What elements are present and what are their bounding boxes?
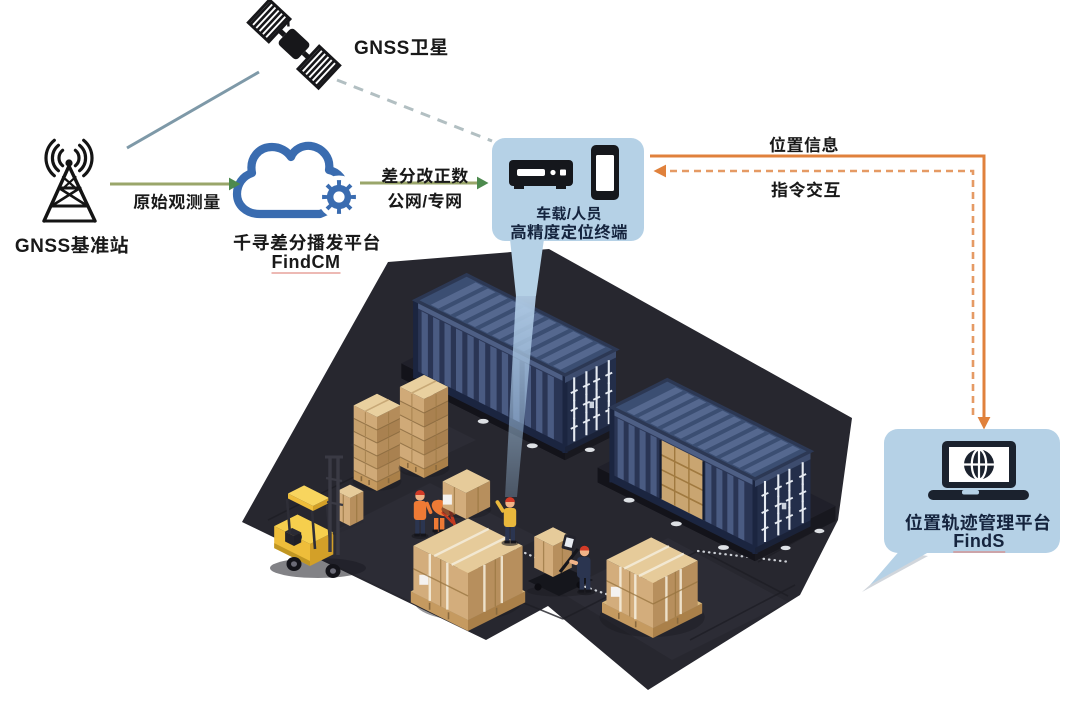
position-info-arrow — [650, 154, 991, 430]
container-2-icon — [597, 377, 836, 562]
box-icon — [441, 469, 492, 519]
terminal-label-line2: 高精度定位终端 — [510, 224, 628, 242]
worker-icon — [561, 534, 595, 596]
platform-bubble — [862, 429, 1060, 592]
worker-icon — [411, 490, 433, 539]
pallet-cargo-icon — [599, 537, 705, 638]
cloud-platform-product-label: FindCM — [271, 252, 341, 274]
satellite-to-terminal-link — [336, 78, 493, 143]
cloud-platform-label: 千寻差分播发平台 — [233, 233, 381, 253]
platform-label: 位置轨迹管理平台 — [904, 513, 1052, 533]
phone-icon — [591, 145, 619, 200]
terminal-label-line1: 车载/人员 — [536, 206, 602, 223]
correction-label-line2: 公网/专网 — [387, 192, 463, 211]
satellite-to-base-link — [126, 70, 260, 150]
pallet-stack-icon — [352, 374, 450, 491]
satellite-label: GNSS卫星 — [354, 38, 449, 59]
raw-observation-label: 原始观测量 — [133, 193, 221, 212]
terminal-bubble — [492, 138, 644, 296]
warehouse-scene — [242, 249, 852, 690]
command-arrow — [653, 164, 975, 415]
forklift-icon — [270, 455, 366, 578]
pallet-cargo-icon — [410, 518, 526, 631]
pallet-jack-icon — [527, 527, 593, 597]
vehicle-terminal-icon — [509, 160, 573, 189]
base-station-icon — [42, 138, 97, 223]
position-info-label: 位置信息 — [769, 136, 839, 155]
correction-label-line1: 差分改正数 — [381, 167, 469, 186]
satellite-icon — [246, 0, 342, 91]
base-station-label: GNSS基准站 — [14, 236, 130, 257]
cloud-platform-icon — [232, 141, 361, 219]
command-interaction-label: 指令交互 — [771, 181, 841, 200]
platform-product-label: FindS — [953, 531, 1005, 553]
worker-icon — [495, 497, 519, 546]
laptop-globe-icon — [928, 441, 1029, 500]
raw-observation-arrow — [110, 177, 241, 191]
locating-beam — [505, 295, 536, 497]
correction-arrow — [360, 176, 489, 190]
